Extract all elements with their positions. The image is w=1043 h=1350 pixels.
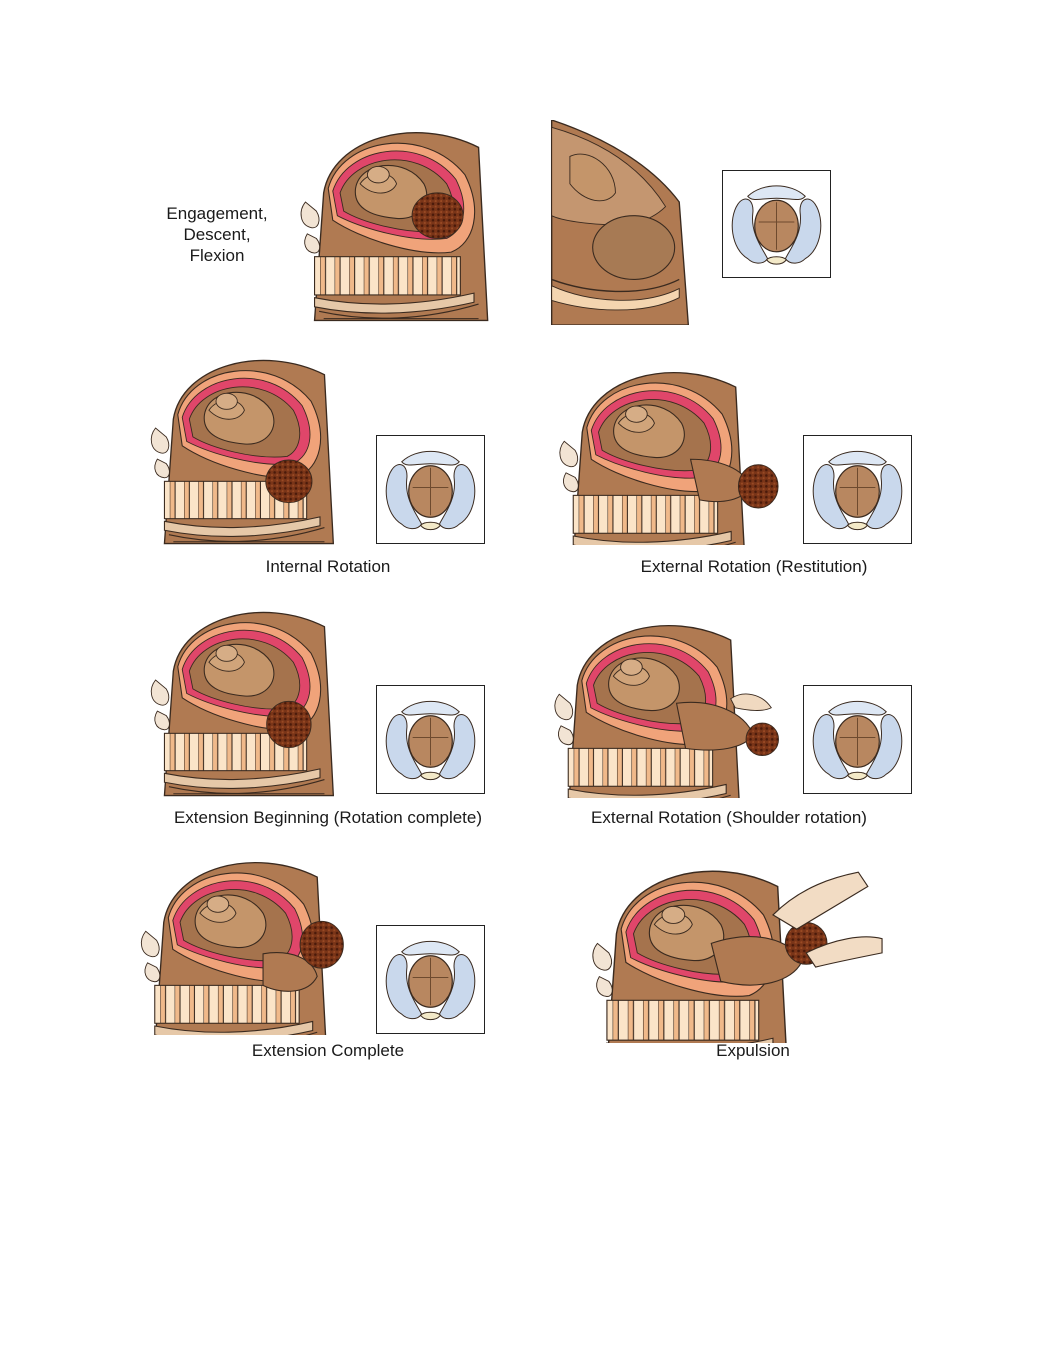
engagement-illustration-detail	[545, 120, 695, 325]
external-rotation-shoulder-label: External Rotation (Shoulder rotation)	[591, 808, 867, 827]
expulsion-illustration	[585, 858, 885, 1043]
extension-beginning-inset	[376, 685, 485, 794]
engagement-label-line-2: Descent,	[183, 225, 251, 244]
internal-rotation-illustration	[140, 348, 340, 548]
engagement-label-line-1: Engagement,	[166, 204, 268, 223]
extension-complete-inset	[376, 925, 485, 1034]
external-rotation-shoulder-illustration	[538, 613, 788, 798]
internal-rotation-label: Internal Rotation	[265, 557, 391, 576]
engagement-inset	[722, 170, 831, 278]
external-rotation-shoulder-inset	[803, 685, 912, 794]
internal-rotation-inset	[376, 435, 485, 544]
extension-beginning-illustration	[140, 600, 340, 800]
expulsion-label: Expulsion	[716, 1041, 790, 1060]
external-rotation-restitution-inset	[803, 435, 912, 544]
extension-complete-illustration	[130, 850, 360, 1035]
engagement-label-line-3: Flexion	[189, 246, 245, 265]
engagement-illustration	[292, 120, 492, 325]
extension-beginning-label: Extension Beginning (Rotation complete)	[173, 808, 483, 827]
external-rotation-restitution-label: External Rotation (Restitution)	[640, 557, 868, 576]
engagement-label: Engagement, Descent, Flexion	[157, 203, 277, 266]
external-rotation-restitution-illustration	[543, 360, 793, 545]
extension-complete-label: Extension Complete	[251, 1041, 405, 1060]
